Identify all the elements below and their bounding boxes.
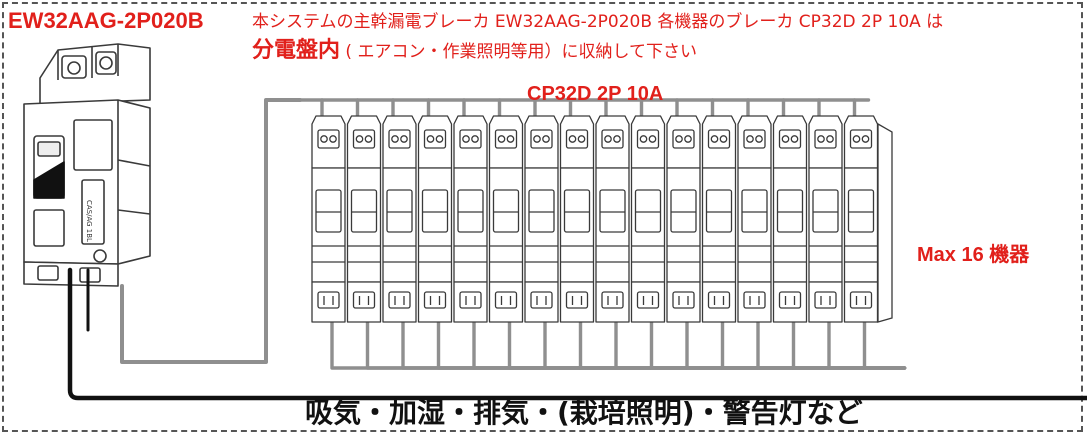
main-breaker bbox=[23, 43, 151, 287]
branch-wires bbox=[298, 98, 907, 370]
load-wire bbox=[791, 320, 907, 370]
branch-breaker bbox=[311, 115, 346, 323]
load-wire bbox=[649, 320, 907, 370]
instruction-emphasis: 分電盤内 bbox=[252, 38, 341, 63]
din-rail-end bbox=[877, 122, 893, 323]
branch-breaker-row bbox=[311, 115, 893, 323]
branch-breaker bbox=[843, 115, 879, 323]
load-wire bbox=[756, 320, 907, 370]
load-wire bbox=[507, 320, 907, 370]
branch-breaker bbox=[630, 115, 666, 323]
branch-breaker bbox=[559, 115, 595, 323]
branch-breaker bbox=[772, 115, 808, 323]
branch-breaker bbox=[808, 115, 843, 323]
branch-breaker bbox=[701, 115, 737, 323]
main-wires bbox=[67, 98, 1087, 401]
load-wire bbox=[685, 320, 907, 370]
branch-breaker-model-label: CP32D 2P 10A bbox=[527, 83, 664, 105]
load-wire bbox=[862, 320, 907, 370]
branch-breaker bbox=[524, 115, 559, 323]
branch-breaker bbox=[382, 115, 417, 323]
breaker-body-print: CAS/AG 1BL bbox=[85, 200, 93, 242]
load-wire bbox=[614, 320, 907, 370]
branch-breaker bbox=[595, 115, 630, 323]
load-wire bbox=[578, 320, 907, 370]
instruction-line-2: 分電盤内 ( エアコン・作業照明等用）に収納して下さい bbox=[252, 40, 697, 62]
instruction-line-2-rest: ( エアコン・作業照明等用）に収納して下さい bbox=[345, 42, 697, 62]
load-wire bbox=[543, 320, 907, 370]
load-wire bbox=[472, 320, 907, 370]
loads-caption: 吸気・加湿・排気・(栽培照明)・警告灯など bbox=[305, 396, 863, 429]
instruction-line-1: 本システムの主幹漏電ブレーカ EW32AAG-2P020B 各機器のブレーカ C… bbox=[252, 12, 944, 32]
main-breaker-model-label: EW32AAG-2P020B bbox=[8, 8, 204, 33]
branch-breaker bbox=[488, 115, 524, 323]
max-devices-label: Max 16 機器 bbox=[917, 244, 1030, 266]
load-wire bbox=[827, 320, 907, 370]
load-wire bbox=[330, 320, 907, 370]
branch-breaker bbox=[666, 115, 701, 323]
branch-breaker bbox=[453, 115, 488, 323]
load-wire bbox=[720, 320, 907, 370]
branch-breaker bbox=[737, 115, 772, 323]
branch-breaker bbox=[417, 115, 453, 323]
branch-breaker bbox=[346, 115, 382, 323]
load-wire bbox=[365, 320, 907, 370]
